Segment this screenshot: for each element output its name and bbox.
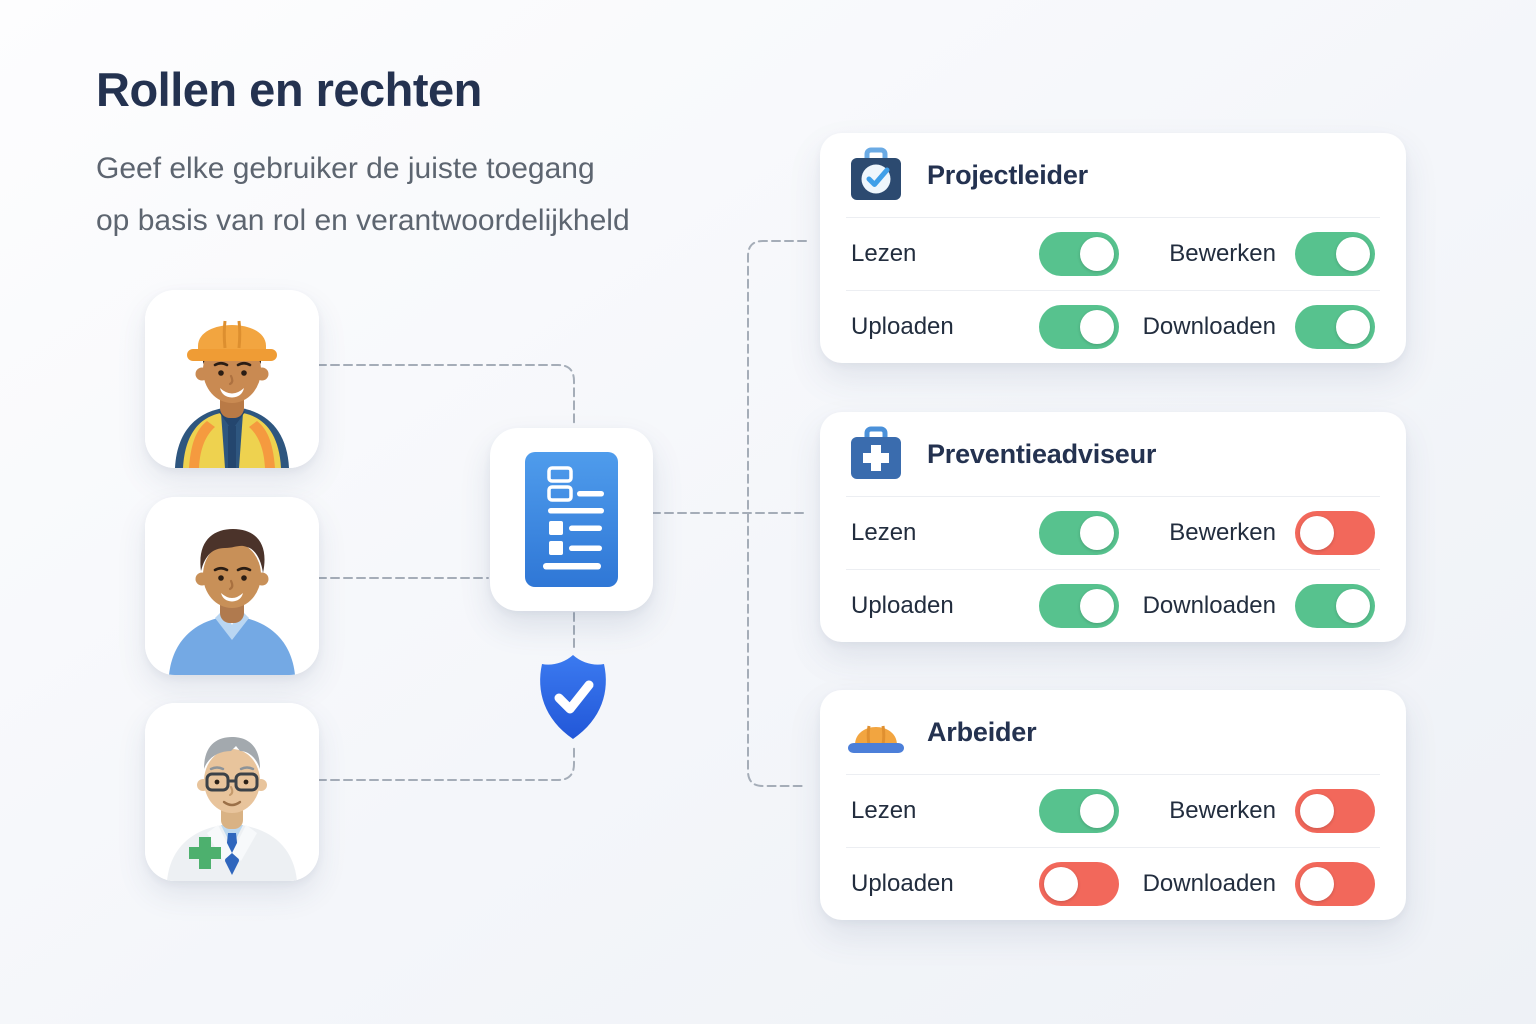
permission-cell: Uploaden <box>851 305 1119 349</box>
page-title: Rollen en rechten <box>96 63 482 116</box>
checklist-document-icon <box>525 452 618 587</box>
toggle-knob <box>1080 516 1114 550</box>
permission-row: Lezen Bewerken <box>820 218 1406 290</box>
avatar-office-worker <box>145 497 319 675</box>
permission-label: Bewerken <box>1169 519 1276 546</box>
permission-cell: Downloaden <box>1127 305 1375 349</box>
toggle-knob <box>1080 794 1114 828</box>
permission-label: Bewerken <box>1169 240 1276 267</box>
toggle-downloaden[interactable] <box>1295 305 1375 349</box>
role-card-arbeider: Arbeider Lezen Bewerken Uploaden Downloa… <box>820 690 1406 920</box>
office-worker-avatar-icon <box>145 497 319 675</box>
toggle-knob <box>1336 589 1370 623</box>
divider <box>846 569 1380 570</box>
role-header: Projectleider <box>820 133 1406 217</box>
permission-label: Downloaden <box>1142 592 1276 619</box>
shield-check-icon <box>540 655 606 739</box>
permission-cell: Bewerken <box>1127 511 1375 555</box>
document-card <box>490 428 653 611</box>
role-title: Preventieadviseur <box>927 438 1157 469</box>
permission-label: Uploaden <box>851 592 954 619</box>
permission-cell: Downloaden <box>1127 584 1375 628</box>
permission-row: Uploaden Downloaden <box>820 570 1406 642</box>
divider <box>846 847 1380 848</box>
permission-cell: Lezen <box>851 232 1119 276</box>
permission-cell: Uploaden <box>851 862 1119 906</box>
permission-cell: Uploaden <box>851 584 1119 628</box>
toggle-knob <box>1080 310 1114 344</box>
permission-label: Lezen <box>851 519 917 546</box>
role-header: Arbeider <box>820 690 1406 774</box>
permission-label: Uploaden <box>851 870 954 897</box>
avatar-doctor <box>145 703 319 881</box>
role-header: Preventieadviseur <box>820 412 1406 496</box>
permission-label: Lezen <box>851 240 917 267</box>
toggle-knob <box>1300 516 1334 550</box>
toggle-bewerken[interactable] <box>1295 232 1375 276</box>
permission-row: Lezen Bewerken <box>820 497 1406 569</box>
divider <box>846 290 1380 291</box>
first-aid-kit-icon <box>847 425 905 483</box>
toggle-uploaden[interactable] <box>1039 862 1119 906</box>
toggle-knob <box>1080 237 1114 271</box>
toggle-bewerken[interactable] <box>1295 789 1375 833</box>
role-title: Projectleider <box>927 159 1088 190</box>
permission-label: Downloaden <box>1142 870 1276 897</box>
toggle-lezen[interactable] <box>1039 511 1119 555</box>
divider <box>846 217 1380 218</box>
toggle-downloaden[interactable] <box>1295 862 1375 906</box>
hard-hat-icon <box>847 703 905 761</box>
subtitle-line-2: op basis van rol en verantwoordelijkheld <box>96 203 630 237</box>
divider <box>846 774 1380 775</box>
toggle-downloaden[interactable] <box>1295 584 1375 628</box>
intro-block: Rollen en rechten Geef elke gebruiker de… <box>96 62 630 246</box>
role-title: Arbeider <box>927 716 1037 747</box>
permission-cell: Downloaden <box>1127 862 1375 906</box>
permission-cell: Lezen <box>851 789 1119 833</box>
toggle-knob <box>1336 310 1370 344</box>
role-card-projectleider: Projectleider Lezen Bewerken Uploaden Do… <box>820 133 1406 363</box>
permission-label: Bewerken <box>1169 797 1276 824</box>
divider <box>846 496 1380 497</box>
avatar-construction-worker <box>145 290 319 468</box>
permission-row: Lezen Bewerken <box>820 775 1406 847</box>
toggle-knob <box>1300 867 1334 901</box>
toggle-knob <box>1080 589 1114 623</box>
role-card-preventieadviseur: Preventieadviseur Lezen Bewerken Uploade… <box>820 412 1406 642</box>
permission-cell: Lezen <box>851 511 1119 555</box>
subtitle-line-1: Geef elke gebruiker de juiste toegang <box>96 152 595 185</box>
permission-label: Uploaden <box>851 313 954 340</box>
toggle-uploaden[interactable] <box>1039 305 1119 349</box>
toggle-lezen[interactable] <box>1039 232 1119 276</box>
permission-label: Lezen <box>851 797 917 824</box>
toggle-knob <box>1044 867 1078 901</box>
toggle-uploaden[interactable] <box>1039 584 1119 628</box>
toggle-bewerken[interactable] <box>1295 511 1375 555</box>
page-subtitle: Geef elke gebruiker de juiste toegang op… <box>96 143 630 246</box>
permission-row: Uploaden Downloaden <box>820 848 1406 920</box>
doctor-avatar-icon <box>145 703 319 881</box>
toggle-lezen[interactable] <box>1039 789 1119 833</box>
permission-label: Downloaden <box>1142 313 1276 340</box>
toggle-knob <box>1300 794 1334 828</box>
briefcase-check-icon <box>847 146 905 204</box>
permission-cell: Bewerken <box>1127 232 1375 276</box>
permission-cell: Bewerken <box>1127 789 1375 833</box>
toggle-knob <box>1336 237 1370 271</box>
permission-row: Uploaden Downloaden <box>820 291 1406 363</box>
construction-worker-avatar-icon <box>145 290 319 468</box>
